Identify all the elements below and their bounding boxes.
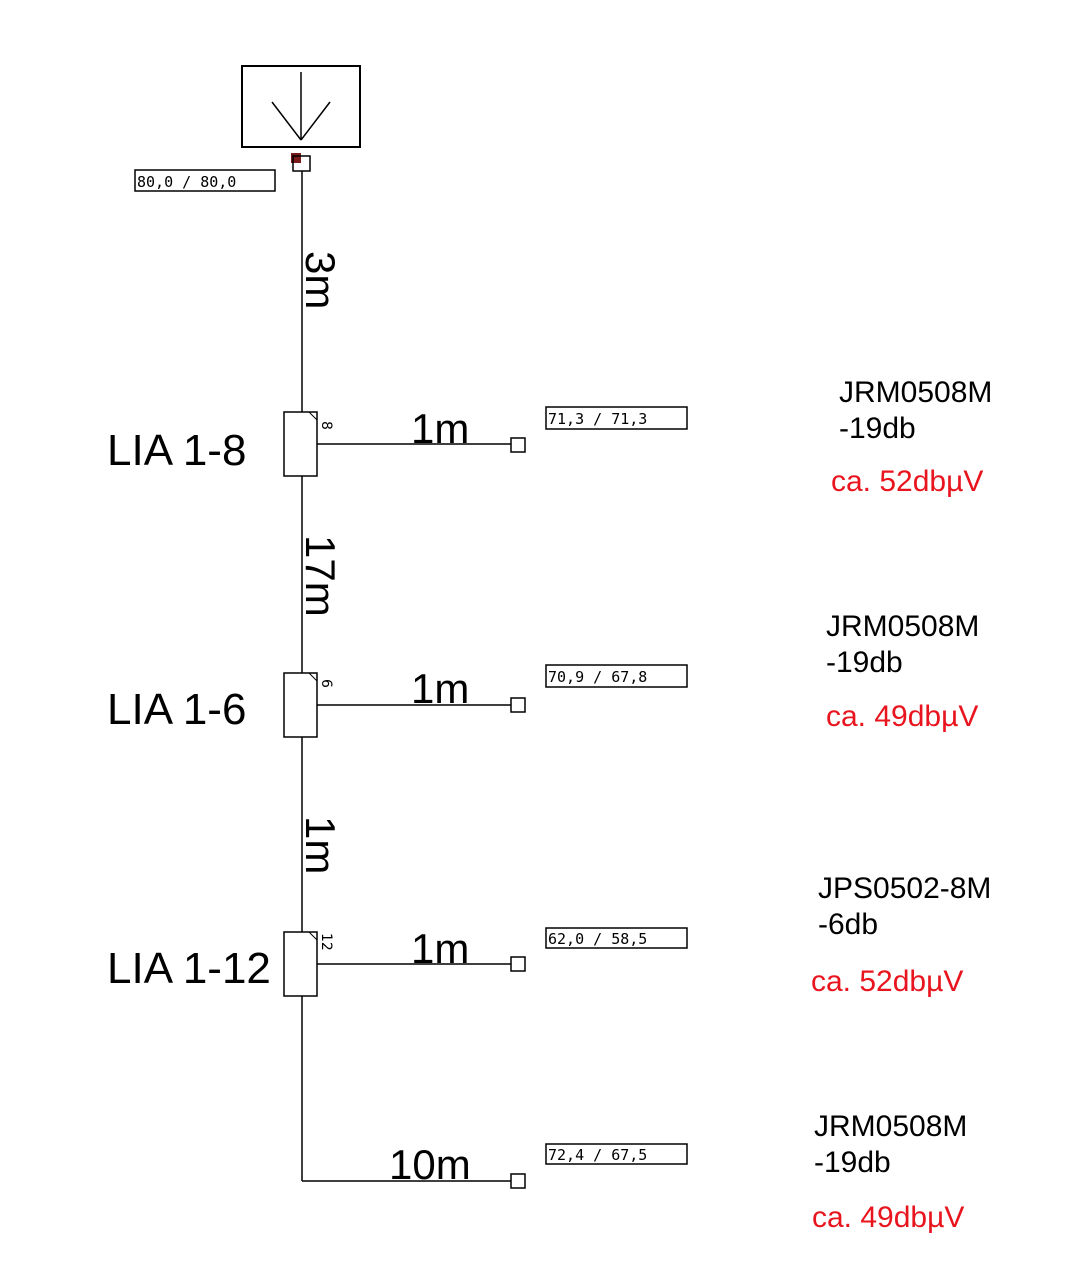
tap-label: LIA 1-12 <box>107 944 271 993</box>
source-level-box: 80,0 / 80,0 <box>134 169 276 192</box>
tap-lia-1-12: 12 LIA 1-12 1m 62,0 / 58,5 JPS0502-8M -6… <box>107 872 991 998</box>
tap-port-number: 12 <box>318 933 334 951</box>
tap-corner-mark <box>308 411 318 421</box>
source-level-text: 80,0 / 80,0 <box>137 173 236 191</box>
tap-label: LIA 1-6 <box>107 685 246 734</box>
signal-estimate: ca. 49dbµV <box>812 1201 964 1234</box>
device-attenuation: -19db <box>839 412 916 445</box>
branch-length: 1m <box>411 925 469 972</box>
level-box <box>545 664 688 688</box>
trunk-segment-2-length: 17m <box>297 535 344 617</box>
tap-lia-1-6: 6 LIA 1-6 1m 70,9 / 67,8 JRM0508M -19db … <box>107 610 979 738</box>
tap-corner-mark <box>308 931 318 941</box>
device-model: JRM0508M <box>826 610 979 643</box>
device-model: JRM0508M <box>839 376 992 409</box>
tap-corner-mark <box>308 672 318 682</box>
source-output-connector <box>291 153 301 163</box>
trunk-segment-1-length: 3m <box>297 251 344 309</box>
end-branch: 10m 72,4 / 67,5 JRM0508M -19db ca. 49dbµ… <box>302 1110 967 1234</box>
tap-box <box>283 411 318 477</box>
outlet-port <box>510 697 526 713</box>
signal-estimate: ca. 52dbµV <box>831 465 983 498</box>
device-attenuation: -19db <box>826 646 903 679</box>
antenna-source <box>241 65 361 172</box>
branch-length: 10m <box>389 1141 471 1188</box>
level-text: 70,9 / 67,8 <box>548 668 647 686</box>
signal-estimate: ca. 52dbµV <box>811 965 963 998</box>
tap-lia-1-8: 8 LIA 1-8 1m 71,3 / 71,3 JRM0508M -19db … <box>107 376 992 498</box>
device-attenuation: -19db <box>814 1146 891 1179</box>
branch-length: 1m <box>411 665 469 712</box>
device-model: JRM0508M <box>814 1110 967 1143</box>
level-box <box>545 1143 688 1165</box>
level-box <box>545 927 688 949</box>
tap-label: LIA 1-8 <box>107 426 246 475</box>
device-attenuation: -6db <box>818 908 878 941</box>
level-text: 62,0 / 58,5 <box>548 930 647 948</box>
tap-box <box>283 672 318 738</box>
branch-length: 1m <box>411 405 469 452</box>
level-text: 72,4 / 67,5 <box>548 1146 647 1164</box>
trunk-segment-3-length: 1m <box>297 816 344 874</box>
outlet-port <box>510 437 526 453</box>
signal-estimate: ca. 49dbµV <box>826 700 978 733</box>
tap-port-number: 8 <box>318 421 334 430</box>
level-text: 71,3 / 71,3 <box>548 410 647 428</box>
tap-box <box>283 931 318 997</box>
level-box <box>545 406 688 430</box>
device-model: JPS0502-8M <box>818 872 991 905</box>
tap-port-number: 6 <box>318 679 334 688</box>
outlet-port <box>510 956 526 972</box>
antenna-icon <box>271 72 331 141</box>
outlet-port <box>510 1173 526 1189</box>
